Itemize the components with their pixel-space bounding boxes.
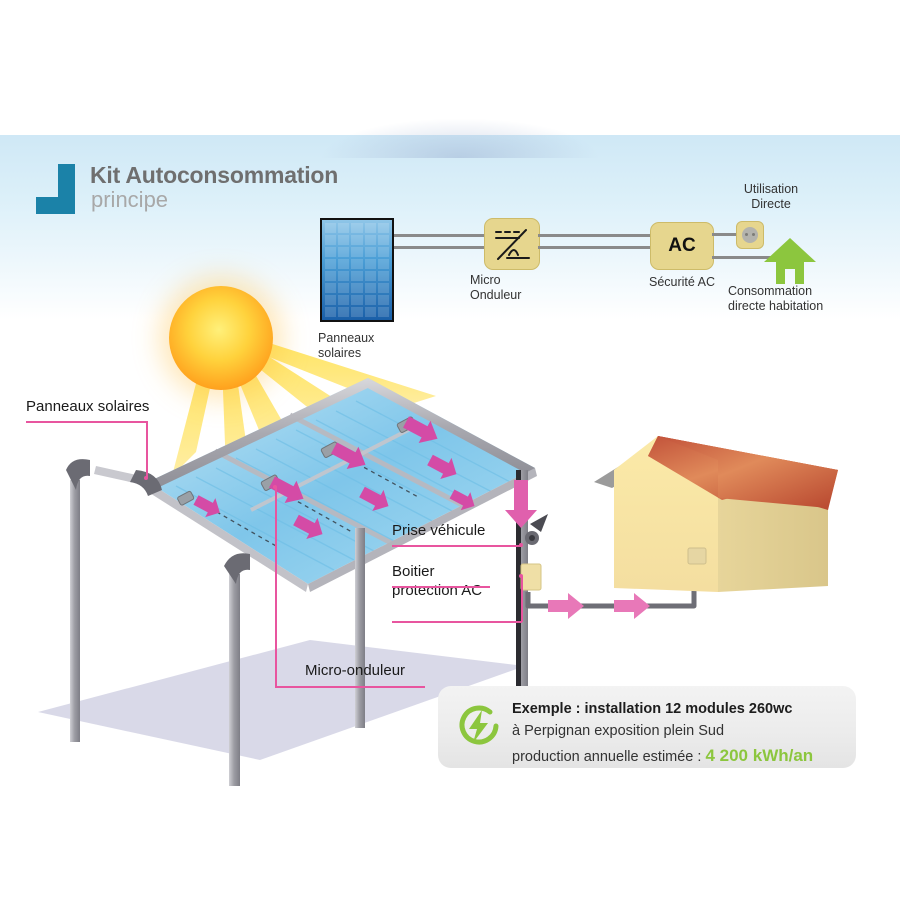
page-title: Kit Autoconsommation principe — [36, 162, 456, 228]
title-main: Kit Autoconsommation — [90, 162, 339, 188]
schematic-consumption-label: Consommation directe habitation — [728, 284, 824, 313]
corner-bracket-logo-icon — [36, 164, 80, 214]
callout-micro-onduleur: Micro-onduleur — [305, 662, 406, 679]
example-line-3-prefix: production annuelle estimée : — [512, 748, 706, 765]
micro-inverter-icon — [484, 218, 540, 270]
example-line-3: production annuelle estimée : 4 200 kWh/… — [512, 743, 813, 769]
callout-panneaux-leader — [146, 421, 148, 478]
callout-prise-vehicule: Prise véhicule — [392, 522, 486, 539]
title-subtitle: principe — [91, 187, 169, 212]
schematic-inverter-label: Micro Onduleur — [470, 273, 522, 302]
wire-ac-socket — [712, 233, 738, 236]
wire-inverter-ac-bottom — [538, 246, 651, 249]
green-energy-circle-bolt-icon — [459, 705, 499, 745]
house-icon — [594, 436, 838, 592]
callout-panneaux-rule — [26, 421, 148, 423]
wire-panel-inverter-bottom — [394, 246, 484, 249]
sun-icon — [169, 286, 273, 390]
callout-boitier-dot — [519, 574, 523, 578]
sky-glow — [320, 118, 600, 158]
solar-panel-module-icon — [320, 218, 394, 322]
callout-panneaux-dot — [144, 476, 148, 480]
wire-inverter-ac-top — [538, 234, 651, 237]
callout-prise-dot — [519, 543, 523, 547]
schematic-ac-label: Sécurité AC — [648, 275, 715, 289]
callout-micro-rule — [275, 686, 425, 688]
example-line-1: Exemple : installation 12 modules 260wc — [512, 701, 793, 717]
example-line-2: à Perpignan exposition plein Sud — [512, 723, 725, 740]
green-house-icon — [764, 238, 816, 284]
wire-panel-inverter-top — [394, 234, 484, 237]
callout-panneaux-solaires: Panneaux solaires — [26, 398, 150, 415]
schematic-socket-label: Utilisation Directe — [743, 182, 799, 211]
ev-charging-plug-icon — [525, 514, 548, 545]
callout-boitier-rule1 — [392, 586, 490, 588]
callout-micro-dot — [273, 485, 277, 489]
example-info-box: Exemple : installation 12 modules 260wc … — [438, 686, 856, 768]
callout-micro-leader — [275, 487, 277, 687]
callout-boitier-rule2 — [392, 621, 522, 623]
callout-prise-rule — [392, 545, 522, 547]
callout-boitier: Boitier protection AC — [392, 563, 483, 599]
ac-box-label: AC — [668, 235, 696, 256]
example-production-value: 4 200 kWh/an — [705, 745, 814, 765]
wire-ac-house — [712, 256, 774, 259]
power-socket-icon — [736, 221, 764, 249]
ac-safety-box-icon: AC — [650, 222, 714, 270]
callout-boitier-leader — [521, 576, 523, 622]
